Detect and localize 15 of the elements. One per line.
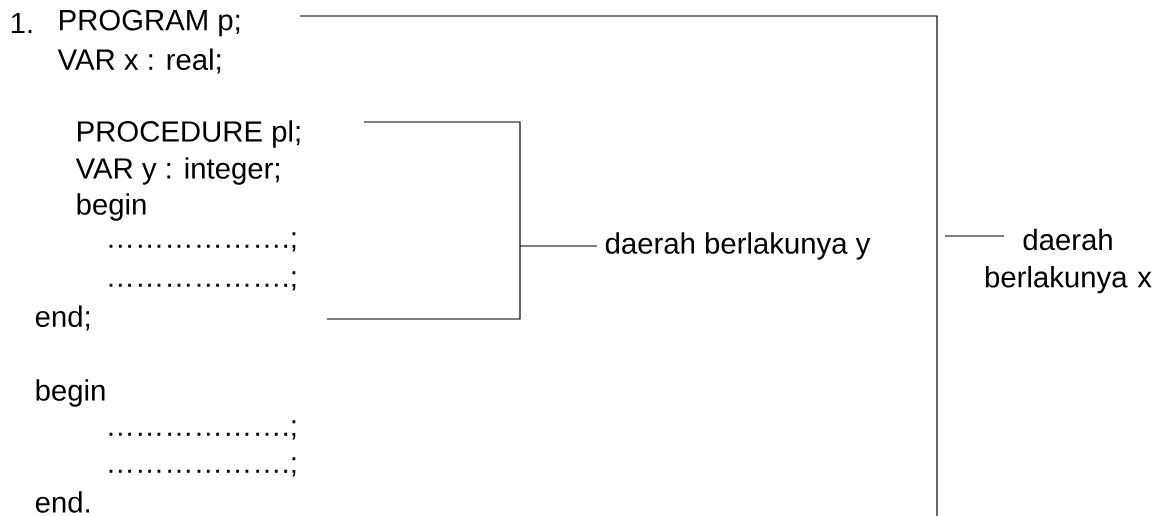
code-line: ……………….; <box>109 420 296 440</box>
code-line: PROCEDURE pl; <box>78 120 300 148</box>
scope-label: daerah berlakunya x <box>985 228 1152 294</box>
code-line: end. <box>35 491 89 513</box>
code-line: VAR y : integer; <box>75 157 279 185</box>
code-line: end; <box>35 305 90 331</box>
code-line: begin <box>77 193 146 221</box>
code-line: begin <box>36 379 105 407</box>
code-line: ……………….; <box>109 271 296 291</box>
code-line: ……………….; <box>109 457 296 477</box>
line-number: 1. <box>11 12 32 34</box>
code-line: VAR x : real; <box>57 48 221 74</box>
code-line: ……………….; <box>109 232 296 252</box>
scope-label: daerah berlakunya y <box>605 232 871 260</box>
code-line: PROGRAM p; <box>60 9 240 37</box>
